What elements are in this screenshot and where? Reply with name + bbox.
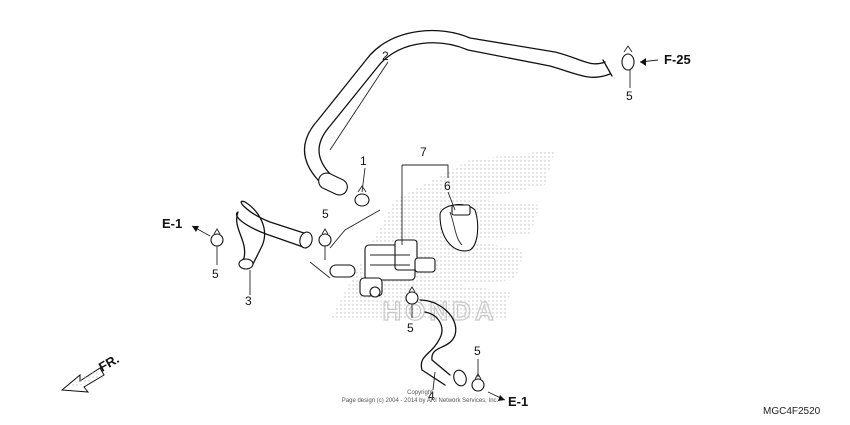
leader-lines: [216, 61, 631, 391]
clamp-left[interactable]: [210, 228, 224, 247]
clamp-top-right[interactable]: [621, 45, 635, 71]
clamp-center[interactable]: [405, 286, 419, 305]
ref-e1-left[interactable]: E-1: [162, 216, 182, 231]
hose-part-2[interactable]: [304, 29, 613, 198]
label-part-5-center-left: 5: [322, 207, 329, 221]
air-injection-valve[interactable]: [329, 239, 436, 298]
copyright-line-2: Page design (c) 2004 - 2014 by ARI Netwo…: [342, 398, 499, 404]
arrow-to-f25: [639, 58, 659, 66]
label-part-5-left: 5: [212, 267, 219, 281]
label-part-5-center: 5: [407, 321, 414, 335]
diagram-code: MGC4F2520: [763, 406, 821, 417]
clamp-part-1[interactable]: [354, 185, 370, 207]
label-part-7: 7: [420, 145, 427, 159]
label-part-2: 2: [382, 49, 389, 63]
copyright-line-1: Copyright: [407, 390, 433, 396]
label-part-3: 3: [245, 294, 252, 308]
ref-f25[interactable]: F-25: [664, 52, 691, 67]
valve-mount-rubber[interactable]: [439, 204, 479, 252]
label-part-4: 4: [428, 389, 435, 403]
label-part-5-bottom: 5: [474, 344, 481, 358]
arrow-to-e1-left: [191, 225, 211, 237]
ref-e1-bottom[interactable]: E-1: [508, 394, 528, 409]
label-part-6: 6: [444, 179, 451, 193]
hose-part-3[interactable]: [235, 200, 314, 270]
hose-part-4[interactable]: [419, 299, 468, 388]
label-part-1: 1: [360, 154, 367, 168]
front-direction-arrow-icon: [60, 367, 105, 393]
label-part-5-top-right: 5: [626, 89, 633, 103]
clamp-center-left[interactable]: [318, 228, 332, 247]
arrow-to-e1-bottom: [487, 391, 506, 401]
watermark-text: HONDA: [382, 296, 497, 326]
